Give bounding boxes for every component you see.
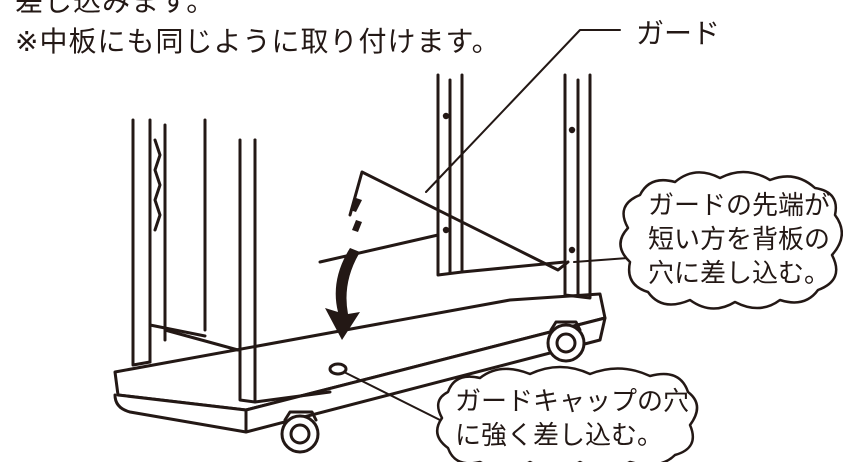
base-platform-side — [244, 316, 607, 434]
shelf-back — [148, 323, 207, 338]
tip-note-line-2: 短い方を背板の — [648, 225, 831, 255]
cap-leader — [343, 371, 441, 421]
insertion-arrow-dash — [350, 198, 362, 232]
tip-leader — [573, 257, 629, 263]
caster-right — [546, 320, 586, 363]
guard-rod — [348, 170, 570, 272]
left-panel-notch — [153, 138, 162, 232]
rivets — [442, 112, 576, 254]
cap-note-line-1: ガードキャップの穴 — [455, 387, 690, 417]
caster-left — [280, 410, 320, 454]
tip-note-line-3: 穴に差し込む。 — [648, 259, 831, 289]
base-platform-front — [113, 393, 248, 434]
instruction-line-2: ※中板にも同じように取り付けます。 — [15, 25, 501, 58]
instruction-line-1: 差し込みます。 — [15, 0, 216, 18]
tip-note-line-1: ガードの先端が — [648, 191, 831, 221]
tip-note-bubble — [619, 170, 843, 310]
insertion-arrow — [325, 248, 360, 340]
cap-note-bubble — [435, 365, 699, 462]
left-panel-outer — [131, 118, 152, 367]
guard-cap — [328, 362, 348, 376]
guard-leader — [425, 29, 621, 193]
guard-label: ガード — [636, 17, 721, 50]
front-panel-face — [253, 138, 332, 404]
cap-note-line-2: に強く差し込む。 — [455, 421, 664, 451]
